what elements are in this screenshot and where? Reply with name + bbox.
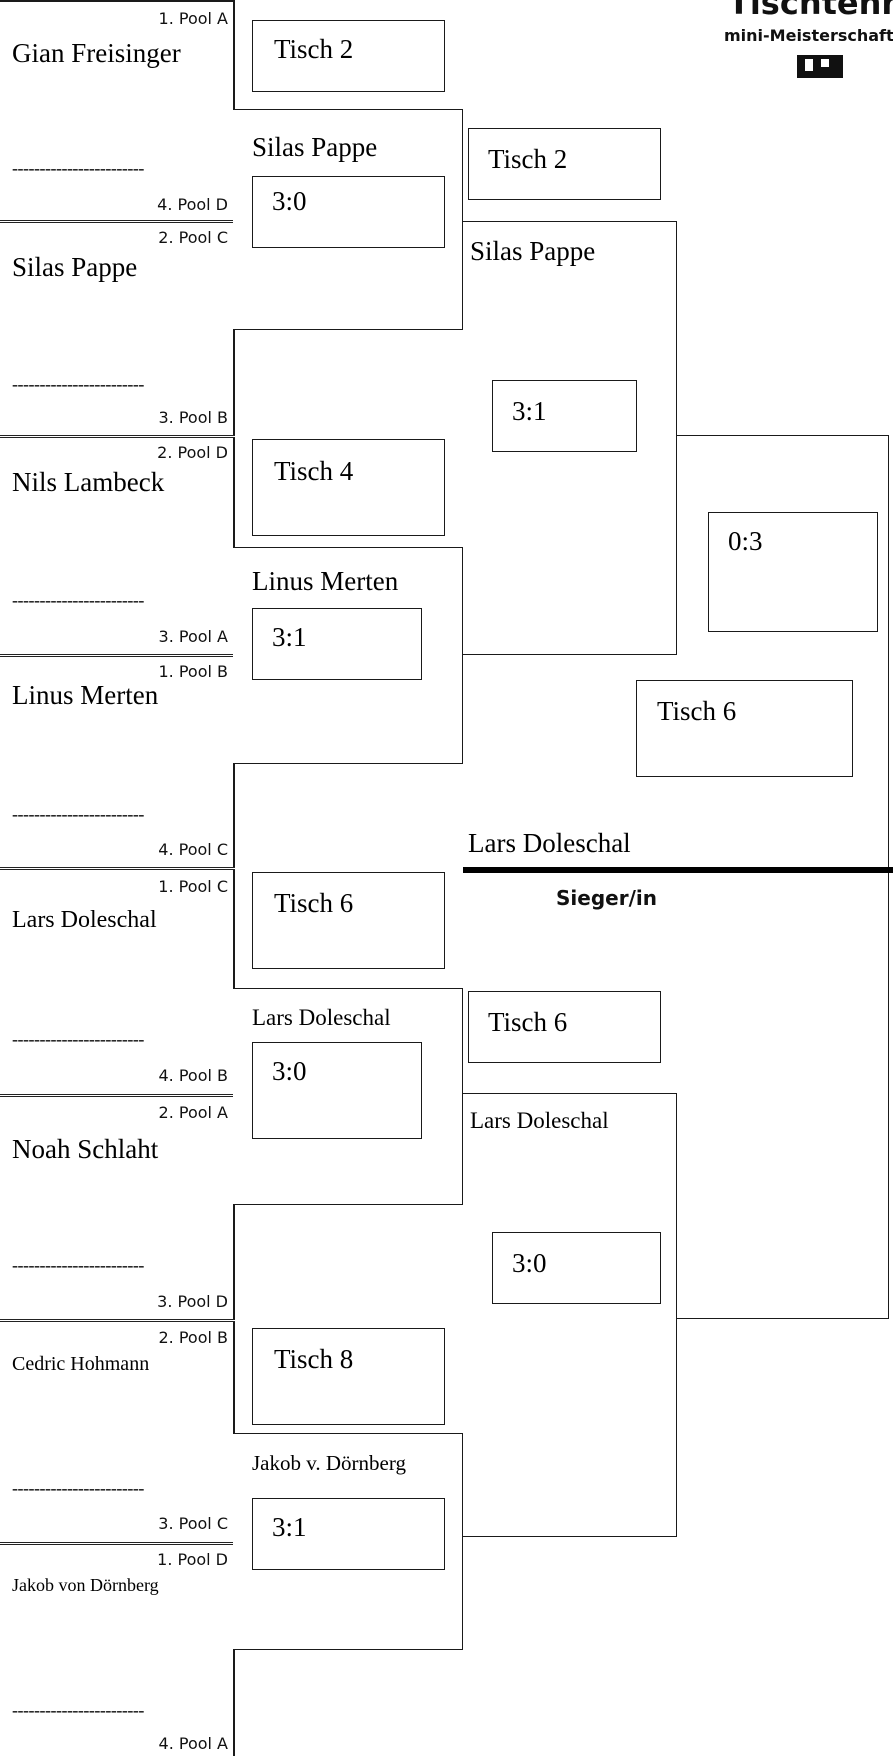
match-winner: Linus Merten xyxy=(252,566,399,596)
seed-label: 1. Pool D xyxy=(157,1550,228,1569)
slot-separator xyxy=(0,435,235,438)
table-label: Tisch 4 xyxy=(274,456,354,486)
match-winner: Lars Doleschal xyxy=(252,1005,391,1030)
table-box xyxy=(636,680,853,777)
slot-separator xyxy=(0,867,235,870)
score-box xyxy=(252,176,445,248)
match-winner: Jakob v. Dörnberg xyxy=(252,1451,406,1475)
placeholder-line: ------------------------ xyxy=(12,158,144,178)
table-box xyxy=(468,991,661,1063)
seed-label: 1. Pool C xyxy=(158,877,228,896)
seed-label: 4. Pool A xyxy=(158,1734,228,1753)
seed-label: 3. Pool A xyxy=(158,627,228,646)
player-name: Lars Doleschal xyxy=(12,907,157,933)
table-box xyxy=(252,872,445,969)
seed-label: 3. Pool D xyxy=(157,1292,228,1311)
slot-separator xyxy=(0,220,235,223)
placeholder-line: ------------------------ xyxy=(12,804,144,824)
table-label: Tisch 8 xyxy=(274,1344,354,1374)
table-label: Tisch 6 xyxy=(657,696,737,726)
score-label: 3:1 xyxy=(272,1512,307,1542)
score-box xyxy=(492,1232,661,1304)
placeholder-line: ------------------------ xyxy=(12,1255,144,1275)
player-name: Nils Lambeck xyxy=(12,467,165,497)
table-box xyxy=(468,128,661,200)
seed-label: 1. Pool A xyxy=(158,9,228,28)
score-box xyxy=(492,380,637,452)
seed-label: 2. Pool A xyxy=(158,1103,228,1122)
seed-label: 2. Pool C xyxy=(158,228,228,247)
placeholder-line: ------------------------ xyxy=(12,1029,144,1049)
match-bracket xyxy=(463,1093,677,1537)
table-label: Tisch 6 xyxy=(274,888,354,918)
player-name: Noah Schlaht xyxy=(12,1134,159,1164)
table-label: Tisch 2 xyxy=(488,144,568,174)
player-name: Cedric Hohmann xyxy=(12,1353,150,1375)
logo-subtitle: mini-Meisterschaft xyxy=(724,26,893,45)
winner-caption: Sieger/in xyxy=(556,886,657,910)
score-label: 3:1 xyxy=(512,396,547,426)
match-winner: Silas Pappe xyxy=(470,236,596,266)
seed-label: 2. Pool D xyxy=(157,443,228,462)
bracket-vertical-line xyxy=(233,0,235,1756)
table-box xyxy=(252,1328,445,1425)
slot-separator xyxy=(0,654,235,657)
seed-label: 4. Pool D xyxy=(157,195,228,214)
score-box xyxy=(708,512,878,632)
score-label: 3:1 xyxy=(272,622,307,652)
score-label: 0:3 xyxy=(728,526,763,556)
seed-label: 3. Pool C xyxy=(158,1514,228,1533)
score-label: 3:0 xyxy=(272,186,307,216)
score-box xyxy=(252,1042,422,1139)
slot-separator xyxy=(0,1542,235,1545)
player-name: Linus Merten xyxy=(12,680,159,710)
player-name: Jakob von Dörnberg xyxy=(12,1575,159,1595)
winner-line xyxy=(463,867,893,873)
table-box xyxy=(252,439,445,536)
table-label: Tisch 2 xyxy=(274,34,354,64)
match-winner: Silas Pappe xyxy=(252,132,378,162)
player-name: Silas Pappe xyxy=(12,252,138,282)
table-label: Tisch 6 xyxy=(488,1007,568,1037)
logo-title: Tischtenn xyxy=(728,0,893,22)
seed-label: 4. Pool C xyxy=(158,840,228,859)
placeholder-line: ------------------------ xyxy=(12,1700,144,1720)
placeholder-line: ------------------------ xyxy=(12,590,144,610)
slot-separator xyxy=(0,1319,235,1322)
bank-logo-icon xyxy=(795,53,845,79)
placeholder-line: ------------------------ xyxy=(12,1478,144,1498)
seed-label: 1. Pool B xyxy=(158,662,228,681)
score-label: 3:0 xyxy=(512,1248,547,1278)
seed-label: 2. Pool B xyxy=(158,1328,228,1347)
champion-name: Lars Doleschal xyxy=(468,828,631,858)
seed-label: 4. Pool B xyxy=(158,1066,228,1085)
slot-separator xyxy=(0,1094,235,1097)
score-label: 3:0 xyxy=(272,1056,307,1086)
seed-label: 3. Pool B xyxy=(158,408,228,427)
player-name: Gian Freisinger xyxy=(12,38,181,68)
score-box xyxy=(252,608,422,680)
placeholder-line: ------------------------ xyxy=(12,374,144,394)
table-box xyxy=(252,20,445,92)
match-winner: Lars Doleschal xyxy=(470,1108,609,1133)
score-box xyxy=(252,1498,445,1570)
